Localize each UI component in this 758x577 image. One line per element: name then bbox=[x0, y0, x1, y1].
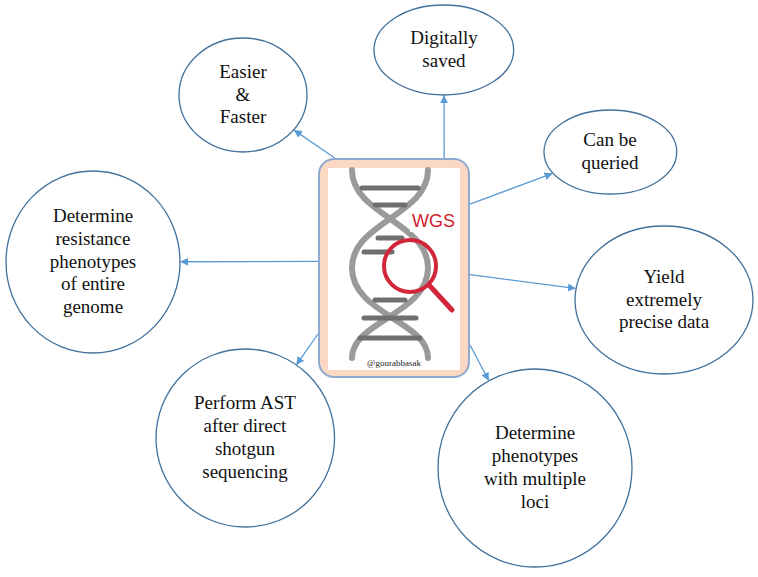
arrow-connector bbox=[470, 345, 488, 380]
dna-strand bbox=[352, 170, 428, 358]
dna-rungs bbox=[360, 188, 420, 338]
benefit-ellipse: Easier & Faster bbox=[178, 37, 308, 153]
benefit-ellipse: Yield extremely precise data bbox=[574, 225, 754, 375]
magnifier-icon bbox=[384, 240, 452, 310]
benefit-text: Determine resistance phenotypes of entir… bbox=[43, 205, 143, 319]
benefit-text: Determine phenotypes with multiple loci bbox=[473, 422, 598, 513]
ellipse-shape bbox=[544, 110, 677, 194]
benefit-ellipse: Digitally saved bbox=[373, 4, 515, 96]
benefit-ellipse: Determine phenotypes with multiple loci bbox=[437, 368, 633, 568]
watermark: @gourabbasak bbox=[365, 359, 423, 369]
picture-panel bbox=[328, 168, 460, 370]
benefit-text: Can be queried bbox=[567, 129, 652, 175]
dna-helix bbox=[352, 170, 428, 358]
ellipse-shape bbox=[438, 369, 632, 567]
benefit-text: Yield extremely precise data bbox=[617, 266, 712, 334]
node-title: WGS bbox=[410, 212, 457, 232]
arrow-connector bbox=[470, 275, 575, 289]
ellipse-shape bbox=[6, 171, 180, 353]
benefit-ellipse: Determine resistance phenotypes of entir… bbox=[5, 170, 181, 354]
benefit-ellipse: Can be queried bbox=[543, 109, 678, 195]
ellipse-shape bbox=[575, 226, 753, 374]
box-ground bbox=[319, 159, 469, 377]
arrow-connector bbox=[181, 261, 318, 263]
ellipse-shape bbox=[156, 349, 335, 527]
dna-strand bbox=[352, 170, 428, 358]
benefit-text: Digitally saved bbox=[399, 27, 489, 73]
wgs-box: WGS bbox=[318, 158, 470, 378]
benefit-text: Perform AST after direct shotgun sequenc… bbox=[186, 392, 304, 483]
arrow-connector bbox=[297, 334, 318, 364]
benefit-ellipse: Perform AST after direct shotgun sequenc… bbox=[155, 348, 336, 528]
arrow-connector bbox=[470, 174, 552, 205]
arrow-connector bbox=[443, 96, 444, 158]
arrow-connector bbox=[295, 130, 335, 158]
ellipse-shape bbox=[179, 38, 307, 152]
benefit-text: Easier & Faster bbox=[214, 61, 272, 129]
ellipse-shape bbox=[374, 5, 514, 95]
